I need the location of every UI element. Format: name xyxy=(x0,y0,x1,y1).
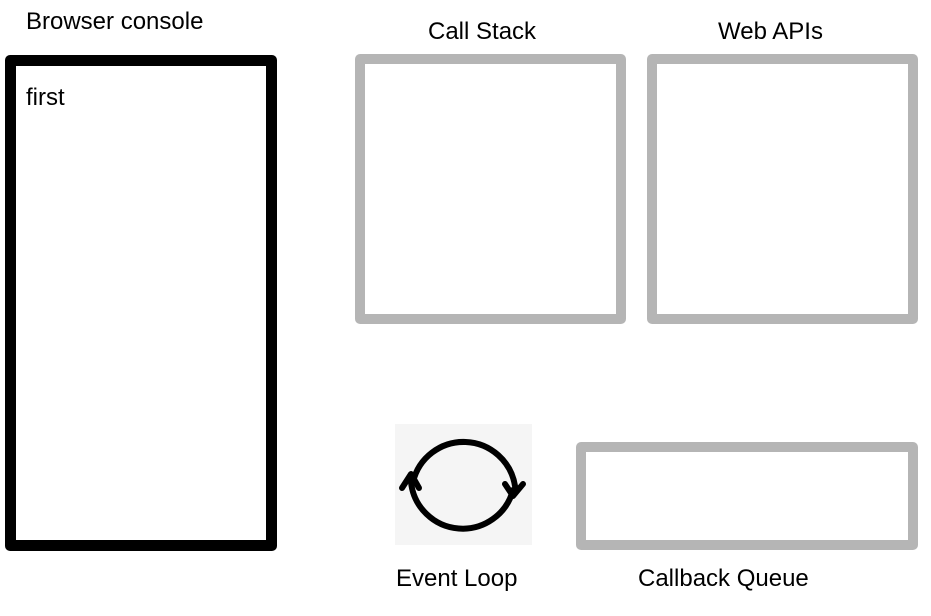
browser-console-panel: first xyxy=(5,55,277,551)
console-output-line: first xyxy=(26,84,65,111)
web-apis-title: Web APIs xyxy=(718,18,823,45)
event-loop-title: Event Loop xyxy=(396,565,518,592)
web-apis-panel xyxy=(647,54,918,324)
callback-queue-panel xyxy=(576,442,918,550)
browser-console-title: Browser console xyxy=(26,8,204,35)
call-stack-panel xyxy=(355,54,626,324)
call-stack-title: Call Stack xyxy=(428,18,537,45)
callback-queue-title: Callback Queue xyxy=(638,565,809,592)
event-loop-refresh-icon xyxy=(395,424,532,545)
